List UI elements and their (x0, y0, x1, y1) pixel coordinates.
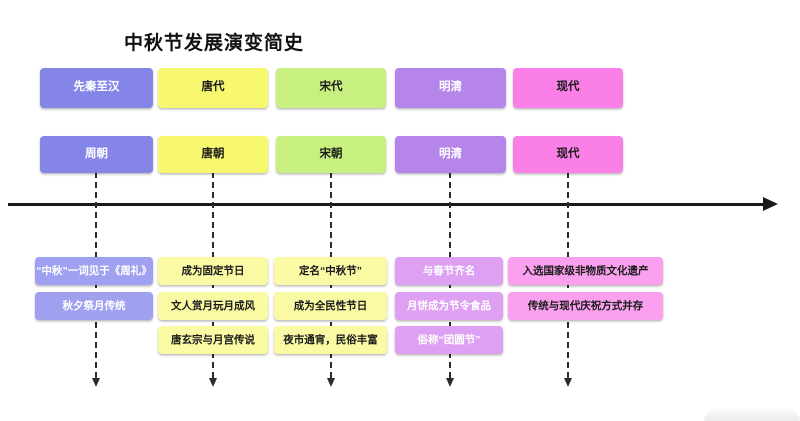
detail-box: “中秋”一词见于《周礼》 (35, 257, 153, 285)
detail-box: 秋夕祭月传统 (35, 292, 153, 320)
detail-box: 定名“中秋节” (274, 257, 387, 285)
down-arrow-icon (446, 378, 454, 387)
dynasty-box: 宋朝 (276, 136, 386, 173)
era-box: 现代 (513, 68, 623, 108)
dynasty-box: 现代 (513, 136, 623, 173)
dynasty-box: 周朝 (40, 136, 153, 173)
page-title: 中秋节发展演变简史 (124, 33, 305, 54)
down-arrow-icon (92, 378, 100, 387)
down-arrow-icon (327, 378, 335, 387)
dynasty-box: 明清 (395, 136, 506, 173)
detail-box: 成为固定节日 (158, 257, 268, 285)
down-arrow-icon (564, 378, 572, 387)
era-box: 唐代 (158, 68, 268, 108)
timeline-axis (8, 203, 765, 206)
era-box: 明清 (395, 68, 506, 108)
detail-box: 夜市通宵，民俗丰富 (274, 326, 387, 354)
detail-box: 月饼成为节令食品 (395, 292, 503, 320)
era-box: 宋代 (276, 68, 386, 108)
detail-box: 唐玄宗与月宫传说 (158, 326, 268, 354)
corner-watermark (704, 409, 800, 421)
detail-box: 俗称“团圆节” (395, 326, 503, 354)
timeline-axis-arrow-icon (763, 197, 778, 211)
down-arrow-icon (209, 378, 217, 387)
era-box: 先秦至汉 (40, 68, 153, 108)
detail-box: 与春节齐名 (395, 257, 503, 285)
detail-box: 入选国家级非物质文化遗产 (508, 257, 663, 285)
detail-box: 成为全民性节日 (274, 292, 387, 320)
detail-box: 传统与现代庆祝方式并存 (508, 292, 663, 320)
detail-box: 文人赏月玩月成风 (158, 292, 268, 320)
dynasty-box: 唐朝 (158, 136, 268, 173)
